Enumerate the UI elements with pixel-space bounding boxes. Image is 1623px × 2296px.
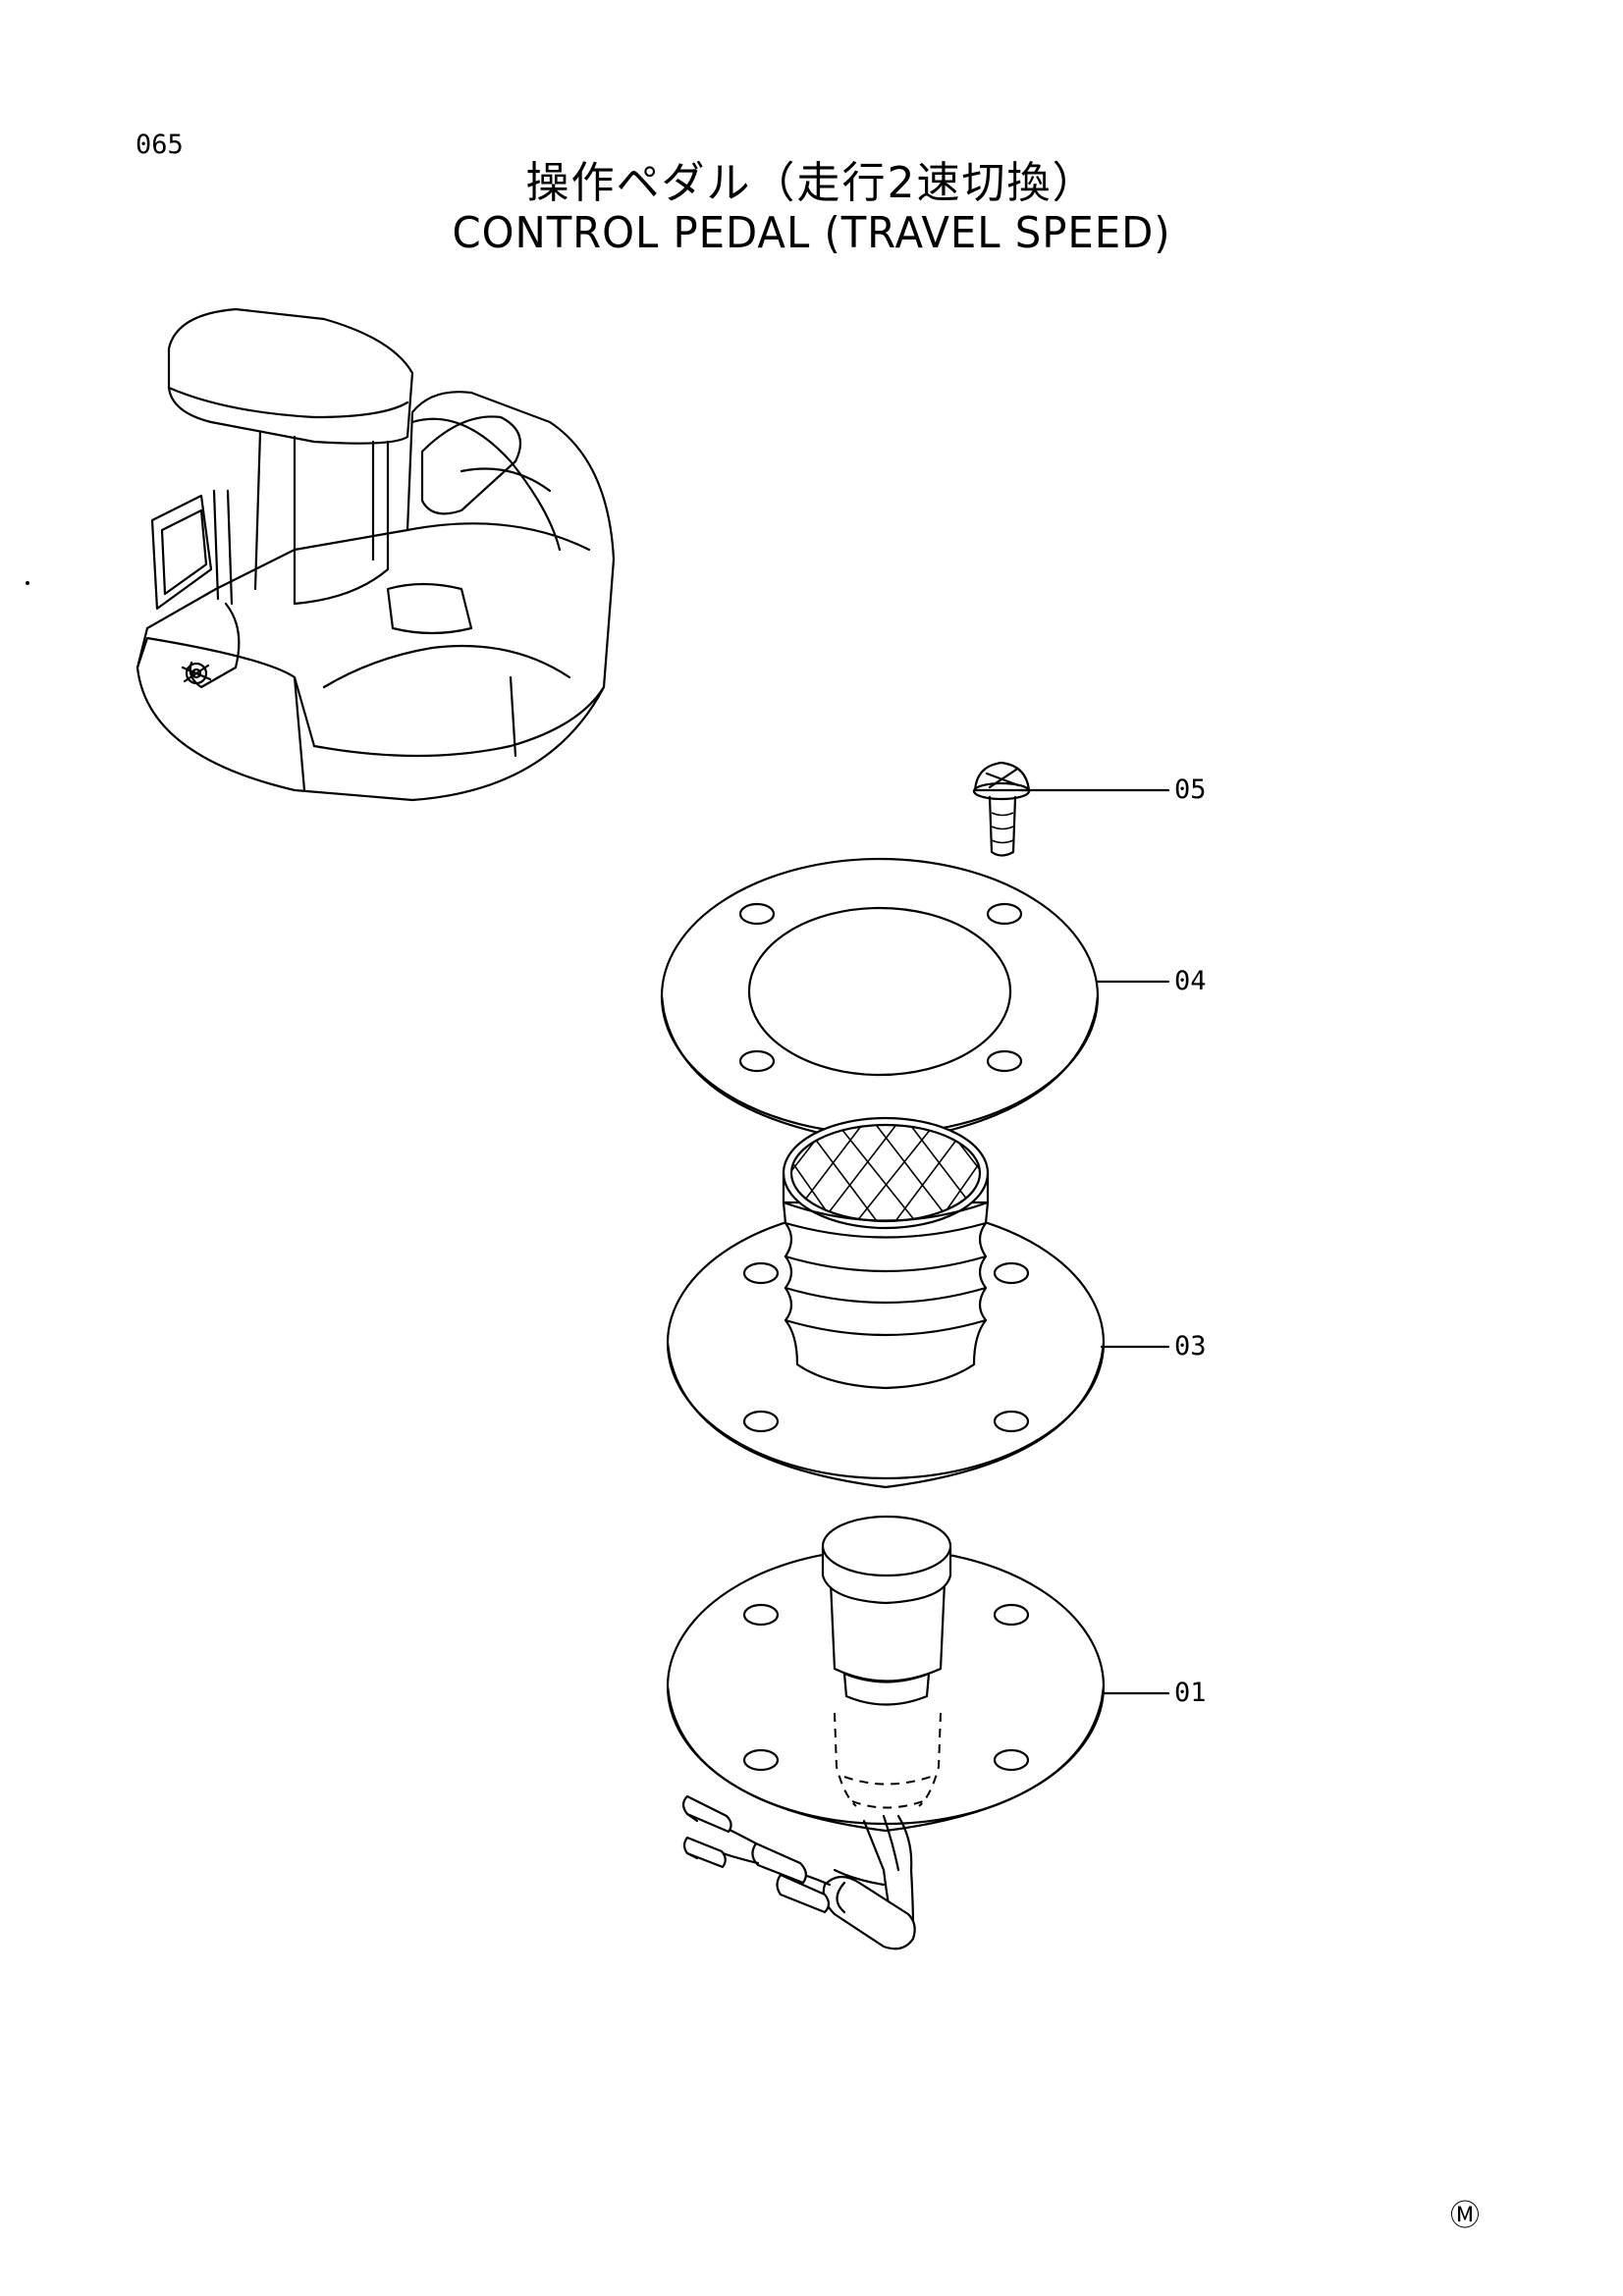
- callout-01: 01: [1174, 1678, 1207, 1708]
- page-number: 065: [135, 130, 184, 160]
- callout-03: 03: [1174, 1331, 1207, 1362]
- title-english: CONTROL PEDAL (TRAVEL SPEED): [452, 208, 1171, 258]
- stray-dot: [26, 581, 29, 585]
- machine-overview-illustration: [135, 307, 616, 802]
- corner-m-mark: Ⓜ: [1450, 2199, 1480, 2233]
- leader-lines: [1019, 788, 1170, 1695]
- callout-05: 05: [1174, 774, 1207, 805]
- part-01-switch-plate: [666, 1515, 1106, 1950]
- callout-04: 04: [1174, 966, 1207, 996]
- part-04-plate: [660, 857, 1100, 1146]
- title-japanese: 操作ペダル（走行2速切換）: [525, 158, 1098, 208]
- part-05-screw: [972, 761, 1031, 857]
- part-03-boot-plate: [666, 1116, 1106, 1489]
